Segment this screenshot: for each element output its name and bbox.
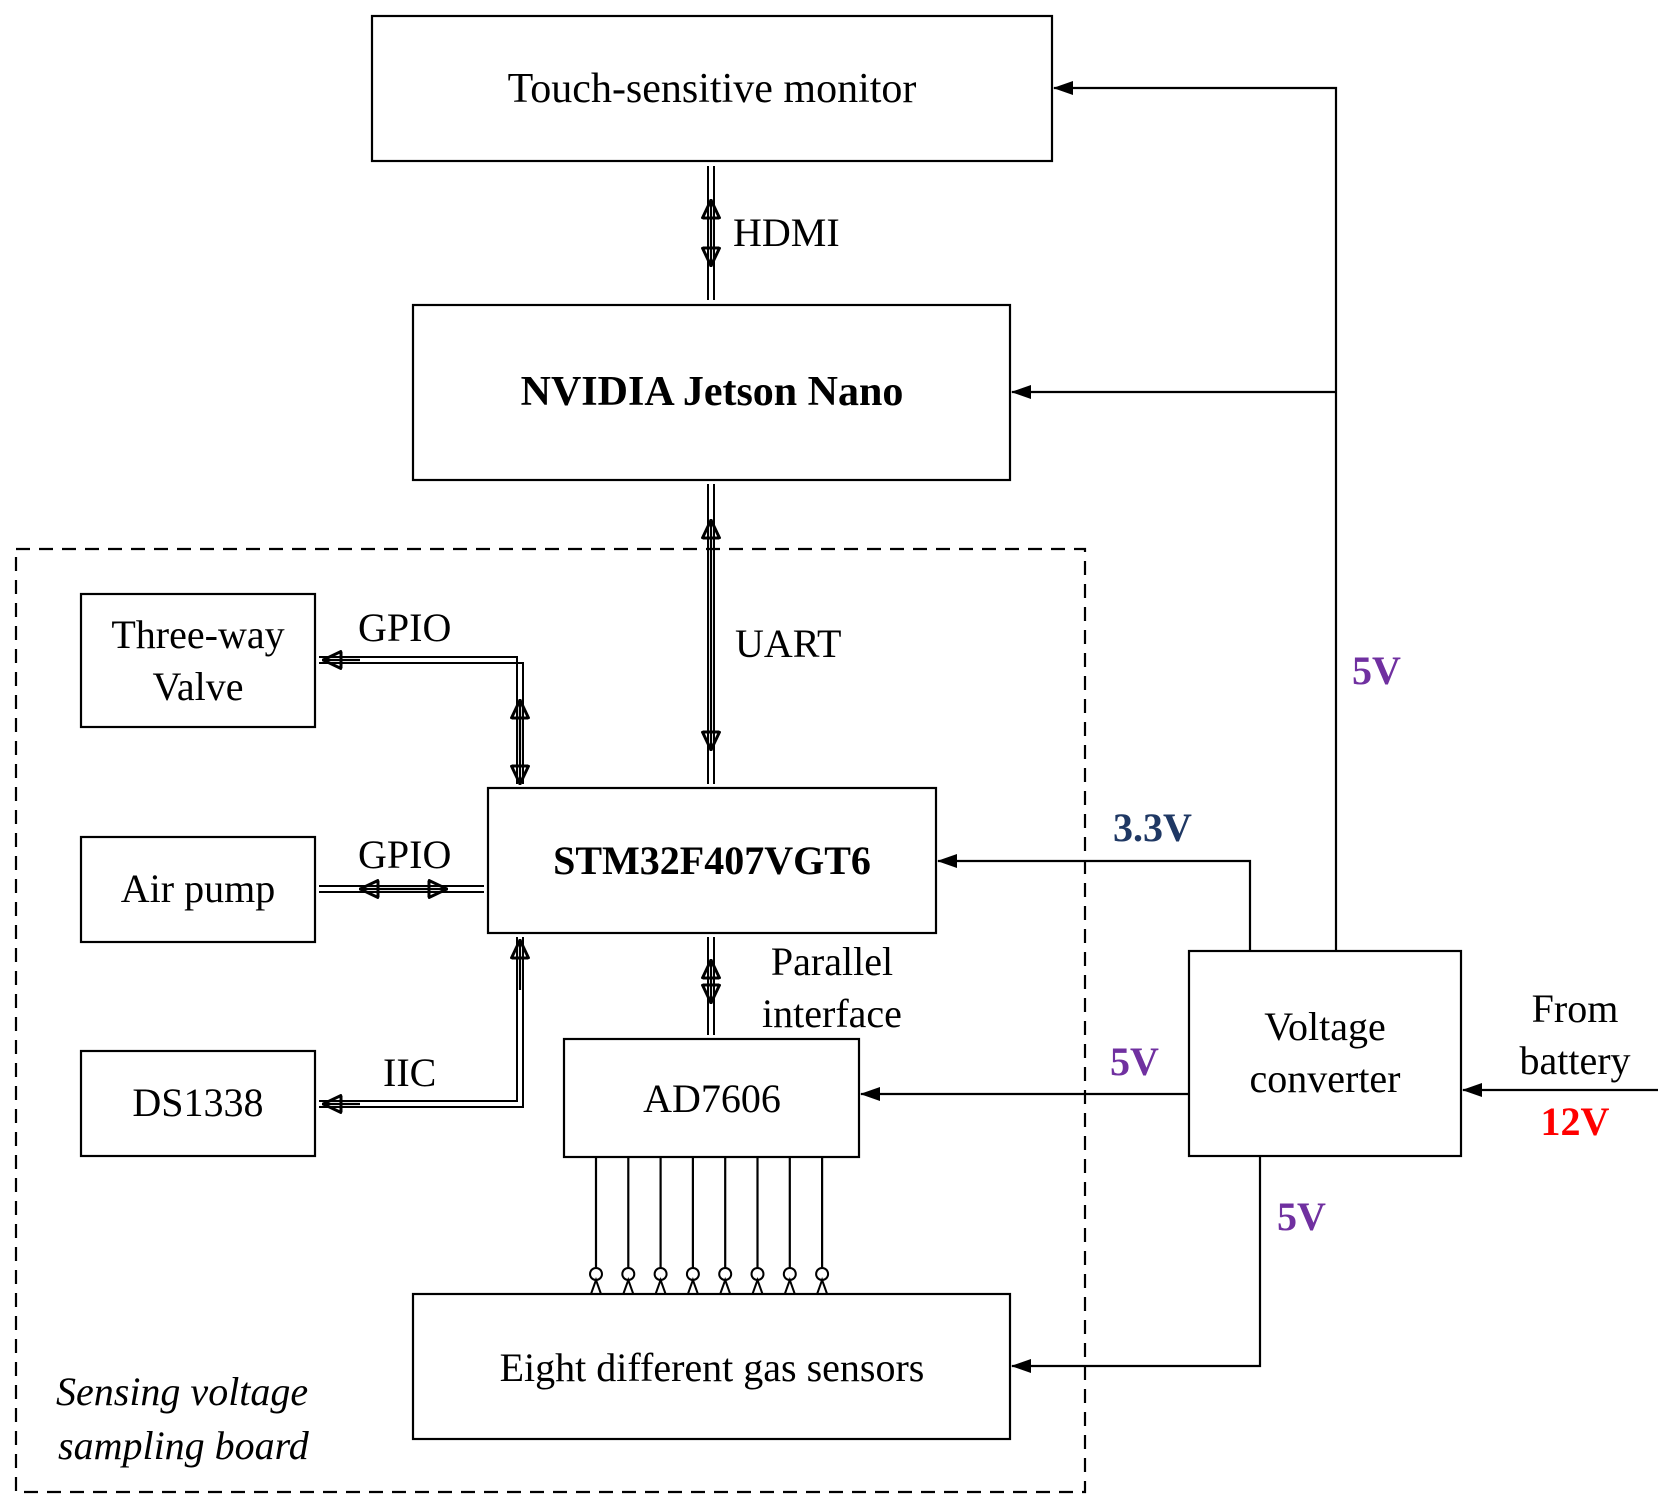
five-volt-top-label: 5V	[1352, 648, 1401, 693]
five-volt-sensors-label: 5V	[1277, 1194, 1326, 1239]
sensing-board-frame	[14, 547, 1087, 1494]
three-way-valve-box	[79, 592, 317, 729]
gpio-pump-bus	[319, 886, 484, 892]
board-label-line1: Sensing voltage	[56, 1369, 308, 1414]
hdmi-bus	[708, 166, 714, 300]
converter-label-line1: Voltage	[1264, 1004, 1385, 1049]
sensor-channel-fork	[719, 1277, 732, 1295]
touch-monitor-box	[370, 14, 1054, 163]
gpio-pump-label: GPIO	[358, 832, 451, 877]
sensor-channel-fork	[590, 1277, 602, 1295]
gpio-valve-label: GPIO	[358, 605, 451, 650]
touch-monitor-label: Touch-sensitive monitor	[508, 66, 917, 112]
air-pump-label: Air pump	[121, 866, 275, 911]
jetson-label: NVIDIA Jetson Nano	[521, 369, 904, 415]
three-volt-wire	[937, 854, 1252, 951]
sensor-channel-fork	[622, 1277, 635, 1295]
battery-voltage-label: 12V	[1541, 1099, 1610, 1144]
ds1338-box	[79, 1049, 317, 1158]
board-label-line2: sampling board	[58, 1423, 310, 1468]
parallel-label-line1: Parallel	[771, 939, 893, 984]
iic-bus	[319, 937, 523, 1107]
sensor-channel-fork	[816, 1277, 829, 1295]
three-volt-label: 3.3V	[1113, 805, 1192, 850]
air-pump-box	[79, 835, 317, 944]
converter-label-line2: converter	[1249, 1056, 1400, 1101]
valve-label-line1: Three-way	[111, 612, 284, 657]
hdmi-label: HDMI	[733, 210, 840, 255]
parallel-bus	[708, 937, 714, 1035]
five-volt-sensors-wire	[1011, 1156, 1262, 1373]
battery-label-line2: battery	[1519, 1038, 1630, 1083]
sensor-channels	[589, 1157, 830, 1295]
iic-label: IIC	[383, 1050, 436, 1095]
sensor-channel-fork	[751, 1277, 764, 1295]
valve-label-line2: Valve	[152, 664, 243, 709]
five-volt-main-wire	[1053, 81, 1338, 951]
ad7606-label: AD7606	[643, 1076, 781, 1121]
uart-bus	[708, 484, 714, 784]
ds1338-label: DS1338	[132, 1080, 263, 1125]
gas-sensors-label: Eight different gas sensors	[500, 1345, 925, 1390]
gpio-valve-bus	[319, 657, 523, 784]
sensor-channel-fork	[783, 1277, 796, 1295]
stm32-label: STM32F407VGT6	[553, 838, 871, 883]
voltage-converter-box	[1187, 949, 1463, 1158]
sensor-channel-fork	[686, 1277, 699, 1295]
ad7606-box	[562, 1037, 861, 1159]
jetson-box	[411, 303, 1012, 482]
battery-label-line1: From	[1532, 986, 1619, 1031]
parallel-label-line2: interface	[762, 991, 902, 1036]
uart-label: UART	[735, 621, 841, 666]
sensor-channel-fork	[654, 1277, 667, 1295]
five-volt-ad7606-label: 5V	[1110, 1039, 1159, 1084]
gas-sensors-box	[411, 1292, 1012, 1441]
stm32-box	[486, 786, 938, 935]
